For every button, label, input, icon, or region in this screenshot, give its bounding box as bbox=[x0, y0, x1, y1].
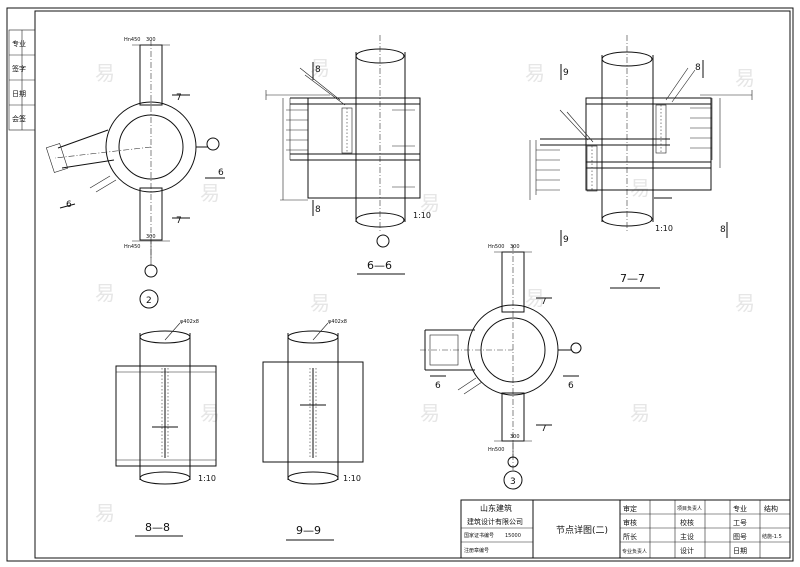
watermark-layer: 易 易 易 易 易 易 易 易 易 易 易 易 易 易 易 bbox=[95, 56, 755, 525]
watermark: 易 bbox=[630, 401, 650, 425]
dimension-label: Hn450 bbox=[124, 244, 140, 250]
detail-number: 3 bbox=[510, 477, 516, 487]
section-mark: 7 bbox=[541, 297, 547, 307]
section-mark: 7 bbox=[176, 93, 182, 103]
dimension-label: 300 bbox=[146, 37, 156, 43]
tb-cell: 结施-1.5 bbox=[762, 533, 782, 540]
company-subtitle: 建筑设计有限公司 bbox=[467, 517, 523, 526]
dimension-label: 300 bbox=[510, 244, 520, 250]
section-mark: 8 bbox=[720, 225, 726, 235]
outer-frame bbox=[6, 7, 794, 562]
watermark: 易 bbox=[735, 291, 755, 315]
cert-number: 15000 bbox=[505, 533, 521, 539]
tb-cell: 设计 bbox=[680, 546, 694, 555]
section-title: 7—7 bbox=[620, 272, 645, 285]
tb-cell: 专业 bbox=[733, 504, 747, 513]
scale-ratio: 1:10 bbox=[343, 474, 361, 483]
detail-2-plan: Hn450 300 300 Hn450 7 7 6 6 2 bbox=[45, 37, 225, 309]
detail-3-plan: Hn500 300 300 Hn500 7 7 6 6 3 bbox=[420, 244, 582, 490]
watermark: 易 bbox=[525, 286, 545, 310]
tb-cell: 所长 bbox=[623, 532, 637, 541]
tb-cell: 结构 bbox=[764, 504, 778, 513]
company-name: 山东建筑 bbox=[480, 503, 512, 513]
tb-cell: 图号 bbox=[733, 533, 747, 541]
section-mark: 7 bbox=[176, 216, 182, 226]
scale-ratio: 1:10 bbox=[655, 224, 673, 233]
section-mark: 8 bbox=[315, 205, 321, 215]
tb-cell: 审核 bbox=[623, 518, 637, 527]
dimension-label: 300 bbox=[510, 434, 520, 440]
section-title: 9—9 bbox=[296, 524, 321, 537]
watermark: 易 bbox=[310, 291, 330, 315]
dimension-label: φ402x8 bbox=[328, 319, 347, 325]
section-mark: 6 bbox=[435, 381, 441, 391]
tb-cell: 审定 bbox=[623, 504, 637, 513]
section-mark: 6 bbox=[218, 168, 224, 178]
watermark: 易 bbox=[630, 176, 650, 200]
section-mark: 9 bbox=[563, 235, 569, 245]
stamp-cell: 日期 bbox=[12, 90, 26, 98]
watermark: 易 bbox=[420, 401, 440, 425]
tb-cell: 专业负责人 bbox=[622, 548, 647, 555]
watermark: 易 bbox=[95, 281, 115, 305]
section-8-8: φ402x8 1:10 8—8 bbox=[115, 319, 217, 537]
inner-frame bbox=[34, 10, 791, 559]
watermark: 易 bbox=[310, 56, 330, 80]
stamp-cell: 签字 bbox=[12, 64, 26, 73]
tb-cell: 工号 bbox=[733, 519, 747, 527]
section-mark: 9 bbox=[563, 68, 569, 78]
section-title: 6—6 bbox=[367, 259, 392, 272]
seal-label: 注册章编号 bbox=[464, 547, 489, 554]
stamp-cell: 专业 bbox=[12, 39, 26, 48]
watermark: 易 bbox=[420, 191, 440, 215]
scale-ratio: 1:10 bbox=[198, 474, 216, 483]
dimension-label: Hn500 bbox=[488, 244, 504, 250]
watermark: 易 bbox=[735, 66, 755, 90]
section-7-7: 9 9 8 8 1:10 7—7 bbox=[529, 35, 753, 289]
drawing-title: 节点详图(二) bbox=[556, 524, 608, 536]
tb-cell: 校核 bbox=[680, 518, 694, 527]
dimension-label: Hn450 bbox=[124, 37, 140, 43]
dimension-label: 300 bbox=[146, 234, 156, 240]
section-mark: 6 bbox=[568, 381, 574, 391]
tb-cell: 项目负责人 bbox=[677, 505, 702, 512]
watermark: 易 bbox=[200, 401, 220, 425]
tb-cell: 主设 bbox=[680, 532, 694, 541]
side-stamp: 专业 签字 日期 会签 bbox=[8, 29, 36, 131]
watermark: 易 bbox=[95, 501, 115, 525]
tb-cell: 日期 bbox=[733, 547, 747, 555]
section-mark: 7 bbox=[541, 424, 547, 434]
watermark: 易 bbox=[200, 181, 220, 205]
dimension-label: φ402x8 bbox=[180, 319, 199, 325]
watermark: 易 bbox=[95, 61, 115, 85]
watermark: 易 bbox=[525, 61, 545, 85]
section-mark: 8 bbox=[695, 63, 701, 73]
section-9-9: φ402x8 1:10 9—9 bbox=[262, 319, 364, 541]
cert-label: 国家证书编号 bbox=[464, 532, 494, 539]
section-mark: 6 bbox=[66, 200, 72, 210]
detail-number: 2 bbox=[146, 296, 152, 306]
scale-ratio: 1:10 bbox=[413, 211, 431, 220]
section-title: 8—8 bbox=[145, 521, 170, 534]
section-mark: 8 bbox=[315, 65, 321, 75]
title-block: 山东建筑 建筑设计有限公司 国家证书编号 15000 注册章编号 节点详图(二)… bbox=[460, 499, 791, 559]
dimension-label: Hn500 bbox=[488, 447, 504, 453]
section-6-6: 8 8 1:10 6—6 bbox=[265, 35, 431, 275]
stamp-cell: 会签 bbox=[12, 114, 26, 123]
